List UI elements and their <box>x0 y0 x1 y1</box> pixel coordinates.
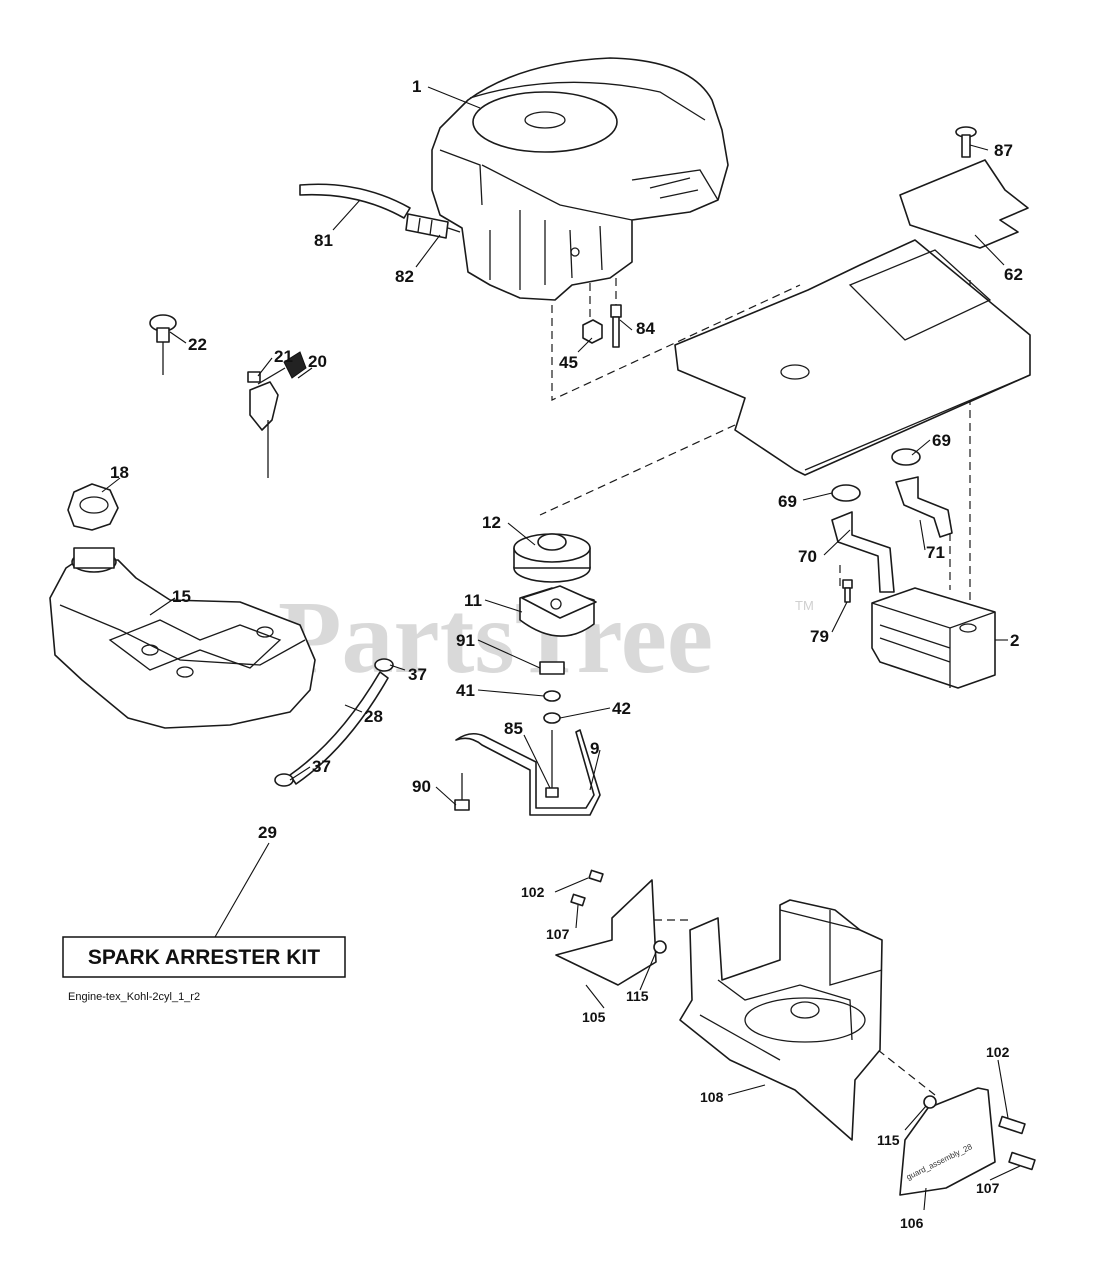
callout-11[interactable]: 11 <box>464 591 482 610</box>
bolt-90-part[interactable] <box>454 773 470 811</box>
callout-108[interactable]: 108 <box>700 1089 724 1105</box>
callout-102a[interactable]: 102 <box>521 884 545 900</box>
callout-70[interactable]: 70 <box>798 547 817 566</box>
fuel-hose-part[interactable] <box>289 671 389 785</box>
callout-37b[interactable]: 37 <box>312 757 331 776</box>
callout-9[interactable]: 9 <box>590 739 599 758</box>
reference-code: Engine-tex_Kohl-2cyl_1_r2 <box>68 991 200 1003</box>
callout-85[interactable]: 85 <box>504 719 523 738</box>
bolt-part[interactable] <box>610 304 622 348</box>
callout-62[interactable]: 62 <box>1004 265 1023 284</box>
guard-assembly-part[interactable] <box>679 899 883 1141</box>
watermark-text: PartsTree <box>278 580 713 695</box>
callout-18[interactable]: 18 <box>110 463 129 482</box>
callout-90[interactable]: 90 <box>412 777 431 796</box>
fuel-cap-part[interactable] <box>67 483 119 531</box>
engine-part[interactable] <box>431 57 729 301</box>
shield-part[interactable] <box>899 159 1029 249</box>
callout-2[interactable]: 2 <box>1010 631 1019 650</box>
fastener-part[interactable] <box>570 869 1036 1171</box>
nut-part[interactable] <box>582 319 603 344</box>
long-bolt-part[interactable] <box>545 730 559 798</box>
callout-22[interactable]: 22 <box>188 335 207 354</box>
fuel-tank-part[interactable] <box>49 547 316 729</box>
knob-part[interactable] <box>149 314 177 375</box>
callout-29[interactable]: 29 <box>258 823 277 842</box>
callout-37a[interactable]: 37 <box>408 665 427 684</box>
fuel-line-part[interactable] <box>299 183 411 219</box>
callout-79[interactable]: 79 <box>810 627 829 646</box>
callout-87[interactable]: 87 <box>994 141 1013 160</box>
gasket-part[interactable] <box>831 448 921 502</box>
clamp-part[interactable] <box>274 658 394 787</box>
callout-106[interactable]: 106 <box>900 1215 924 1231</box>
callout-115b[interactable]: 115 <box>877 1132 900 1148</box>
callout-82[interactable]: 82 <box>395 267 414 286</box>
watermark: PartsTree TM <box>278 580 814 695</box>
watermark-tm: TM <box>795 598 814 613</box>
spacer-part[interactable] <box>539 661 565 675</box>
callout-69b[interactable]: 69 <box>778 492 797 511</box>
callout-20[interactable]: 20 <box>308 352 327 371</box>
callout-41[interactable]: 41 <box>456 681 475 700</box>
callout-45[interactable]: 45 <box>559 353 578 372</box>
spark-arrester-kit[interactable]: SPARK ARRESTER KIT <box>62 936 346 978</box>
side-guard-part[interactable]: guard_assembly_28 <box>555 879 996 1196</box>
callout-28[interactable]: 28 <box>364 707 383 726</box>
callout-107b[interactable]: 107 <box>976 1180 1000 1196</box>
bolt-87-part[interactable] <box>955 126 977 158</box>
throttle-bracket-part[interactable] <box>247 351 307 478</box>
callout-1[interactable]: 1 <box>412 77 421 96</box>
callout-115a[interactable]: 115 <box>626 988 649 1004</box>
brace-part[interactable] <box>455 729 601 816</box>
fuel-filter-part[interactable] <box>405 213 461 239</box>
callout-42[interactable]: 42 <box>612 699 631 718</box>
callout-12[interactable]: 12 <box>482 513 501 532</box>
callout-81[interactable]: 81 <box>314 231 333 250</box>
callout-107a[interactable]: 107 <box>546 926 570 942</box>
kit-label: SPARK ARRESTER KIT <box>88 946 320 969</box>
muffler-part[interactable] <box>871 587 996 689</box>
callout-91[interactable]: 91 <box>456 631 475 650</box>
bolt-79-part[interactable] <box>842 579 853 603</box>
pulley-part[interactable] <box>513 533 591 583</box>
clutch-part[interactable] <box>519 585 597 637</box>
callout-15[interactable]: 15 <box>172 587 191 606</box>
callout-102b[interactable]: 102 <box>986 1044 1010 1060</box>
leader-lines <box>101 86 1021 1211</box>
callouts: 1 81 82 45 84 22 21 20 18 15 37 37 28 29… <box>110 77 1023 1231</box>
callout-84[interactable]: 84 <box>636 319 655 338</box>
callout-105[interactable]: 105 <box>582 1009 606 1025</box>
callout-69a[interactable]: 69 <box>932 431 951 450</box>
washer-part[interactable] <box>543 690 561 724</box>
callout-21[interactable]: 21 <box>274 347 293 366</box>
callout-71[interactable]: 71 <box>926 543 945 562</box>
frame-plate-part[interactable] <box>674 239 1031 476</box>
